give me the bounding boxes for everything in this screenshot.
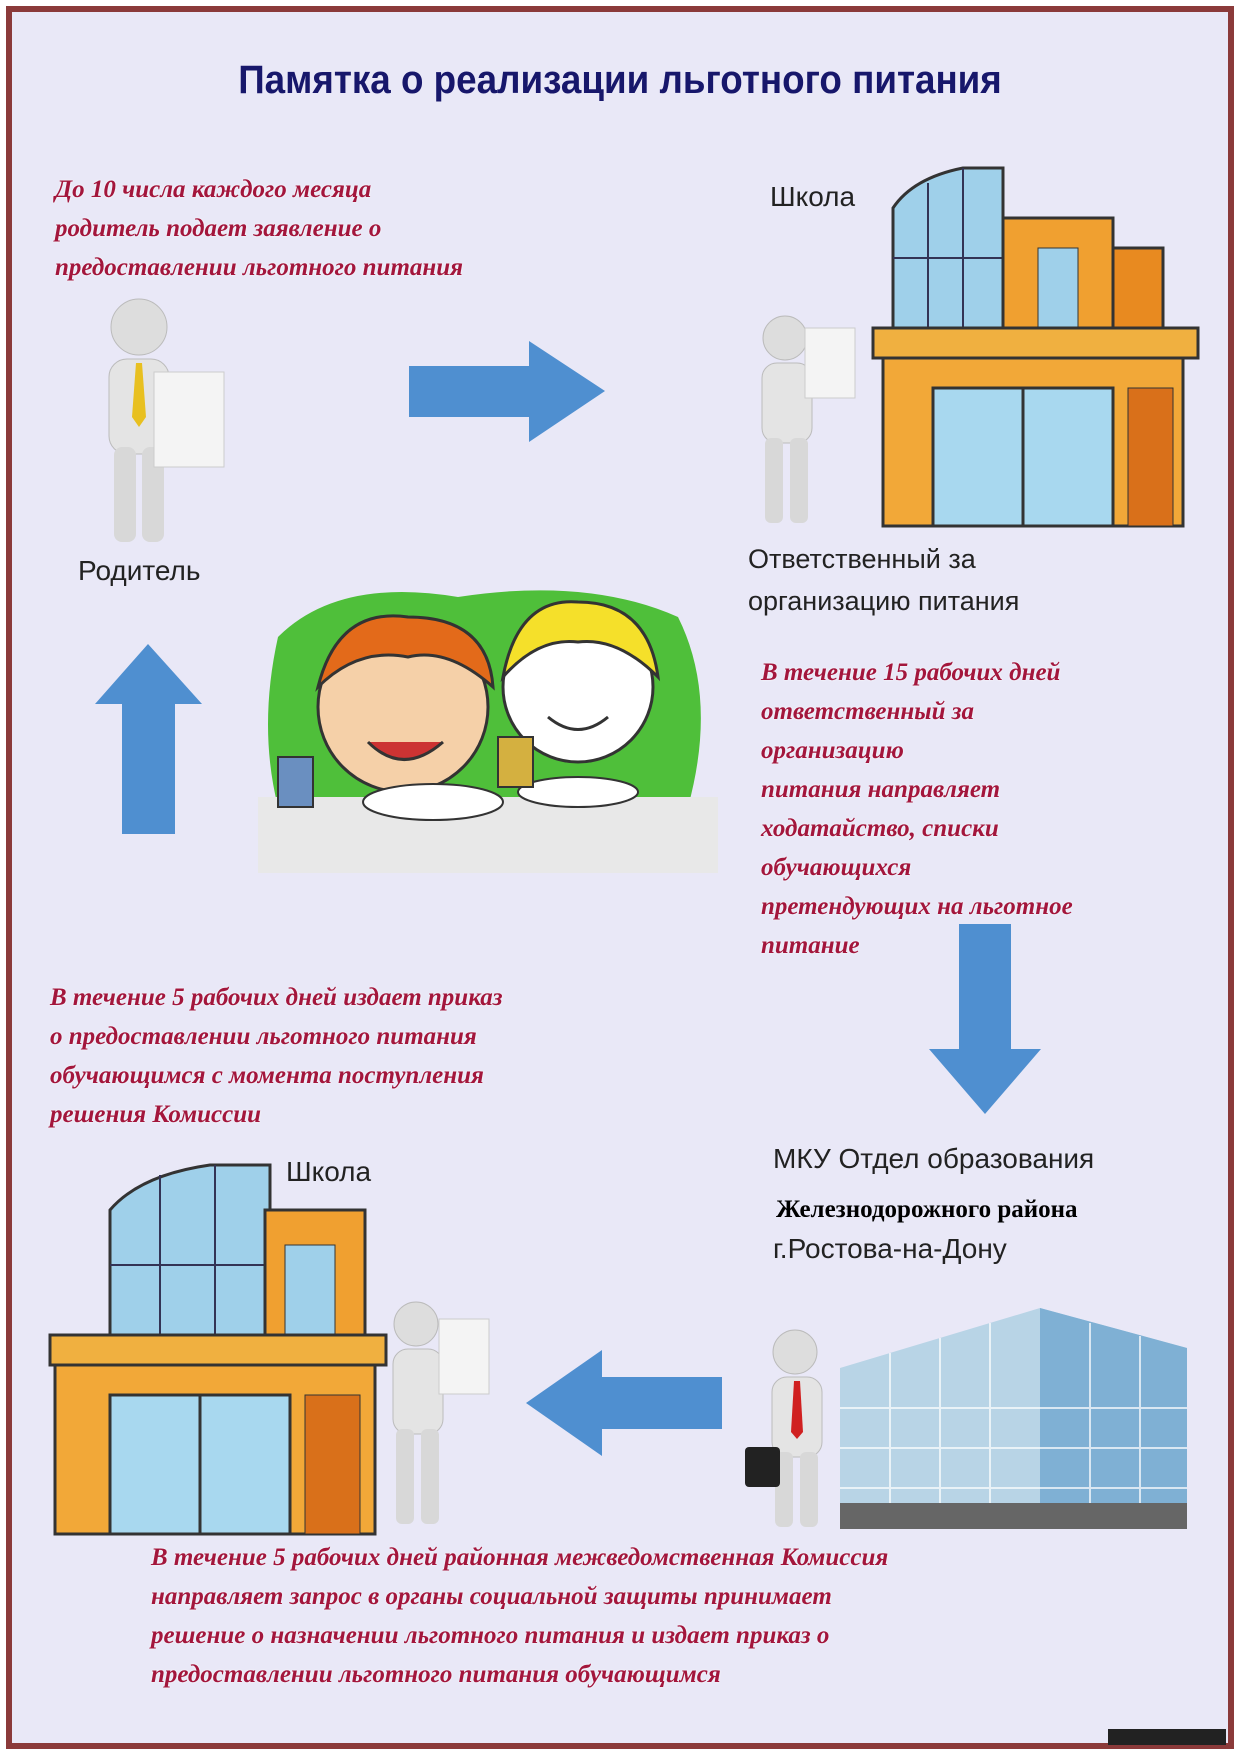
arrow-up-icon [95, 644, 202, 834]
rayon-label: Железнодорожного района [776, 1196, 1078, 1223]
mku-label: МКУ Отдел образования [773, 1143, 1095, 1174]
arrow-right-icon [409, 341, 605, 442]
mku-person-briefcase-icon [745, 1329, 823, 1527]
step2-text: В течение 15 рабочих дней ответственный … [761, 659, 1073, 959]
watermark [1107, 1729, 1226, 1745]
arrow-down-icon [929, 924, 1041, 1114]
responsible-person-icon [761, 315, 856, 523]
school-building-icon [871, 166, 1200, 528]
school-building-bottom-icon [48, 1163, 388, 1536]
step1-text: До 10 числа каждого месяца родитель пода… [55, 176, 464, 281]
office-building-icon [840, 1308, 1187, 1529]
parent-label: Родитель [78, 555, 201, 586]
children-eating-illustration [258, 590, 718, 873]
step3-text: В течение 5 рабочих дней районная межвед… [151, 1544, 889, 1688]
page-title: Памятка о реализации льготного питания [238, 58, 1002, 102]
step4-text: В течение 5 рабочих дней издает приказ о… [50, 984, 503, 1128]
responsible-label: Ответственный за организацию питания [748, 544, 1020, 616]
school-label-top: Школа [770, 181, 856, 212]
school-person-icon [392, 1301, 490, 1524]
parent-figure-icon [108, 298, 225, 542]
city-label: г.Ростова-на-Дону [773, 1233, 1007, 1264]
school-label-bottom: Школа [286, 1156, 372, 1187]
arrow-left-icon [526, 1350, 722, 1456]
